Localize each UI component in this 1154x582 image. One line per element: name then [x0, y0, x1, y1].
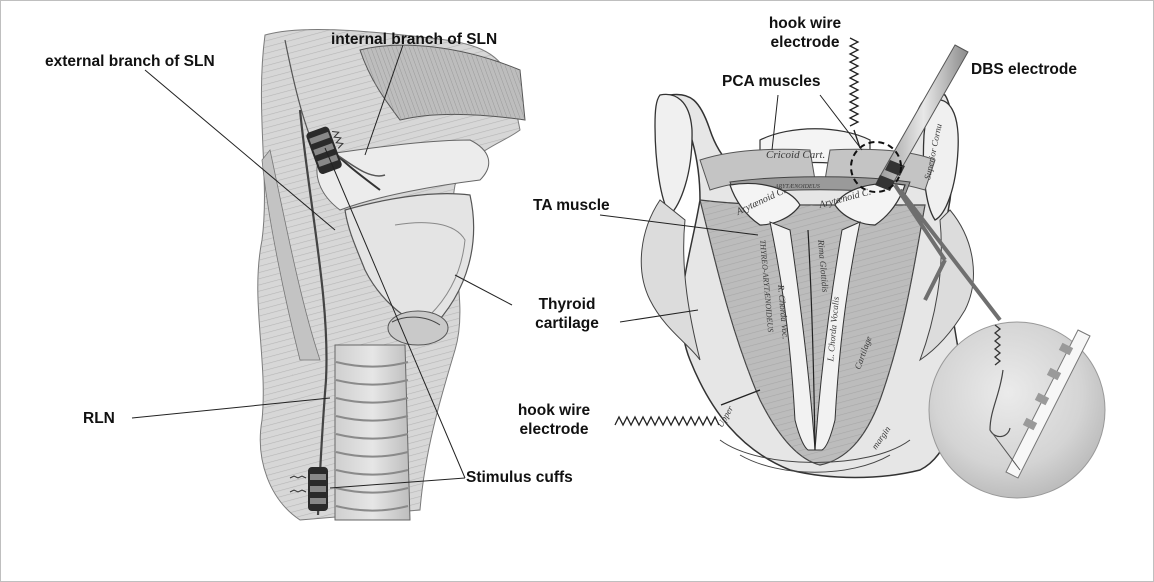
label-hook-wire-bottom: hook wire electrode [510, 401, 598, 439]
label-stimulus-cuffs: Stimulus cuffs [466, 468, 573, 487]
lateral-larynx-engraving [258, 29, 525, 520]
label-rln: RLN [83, 409, 115, 428]
label-external-branch-sln: external branch of SLN [45, 52, 215, 71]
dbs-inset-photo [929, 322, 1105, 498]
label-thyroid-cartilage: Thyroid cartilage [515, 295, 619, 333]
posterior-larynx-engraving: Cricoid Cart. ARYTÆNOIDEUS Arytænoid C. … [641, 94, 973, 478]
label-pca-muscles: PCA muscles [722, 72, 821, 91]
label-internal-branch-sln: internal branch of SLN [331, 30, 497, 49]
label-ta-muscle: TA muscle [533, 196, 610, 215]
label-hook-wire-top: hook wire electrode [763, 14, 847, 52]
hook-wire-top-coil [850, 38, 860, 148]
etch-cricoid: Cricoid Cart. [766, 149, 825, 161]
label-dbs-electrode: DBS electrode [971, 60, 1077, 79]
